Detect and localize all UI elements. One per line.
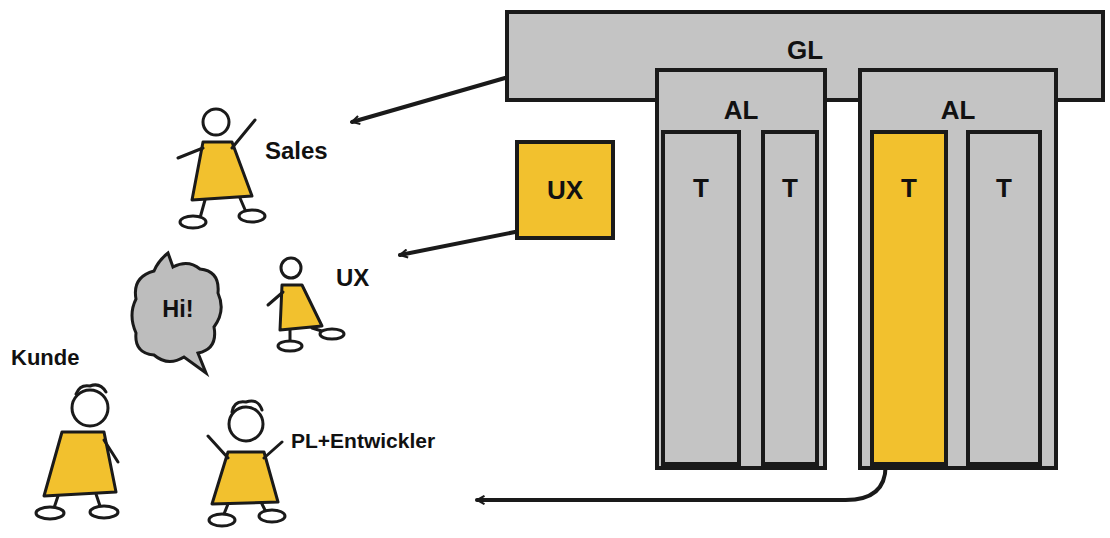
sales-person: Sales (165, 100, 350, 230)
ux-figure (268, 258, 344, 351)
node-label: AL (659, 96, 823, 125)
sales-figure (178, 109, 265, 228)
team-column: T (870, 130, 948, 466)
node-label: Kunde (11, 346, 79, 370)
customer: Kunde (5, 340, 135, 530)
pl-figure (208, 401, 285, 526)
node-label: T (665, 174, 737, 203)
al-box: AL TT (858, 68, 1058, 470)
kunde-figure (36, 385, 118, 519)
arrow-connector (477, 466, 886, 500)
arrow-connector (400, 232, 515, 255)
node-label: GL (509, 36, 1101, 65)
speech-bubble: Hi! (128, 245, 228, 380)
node-label: UX (336, 265, 369, 291)
team-column: T (761, 130, 819, 466)
team-column: T (966, 130, 1042, 466)
arrow-connector (352, 78, 505, 122)
node-label: AL (862, 96, 1054, 125)
team-column: T (661, 130, 741, 466)
node-label: PL+Entwickler (291, 429, 435, 452)
node-label: UX (519, 176, 611, 205)
ux-person: UX (260, 245, 398, 350)
node-label: T (874, 174, 944, 203)
node-label: Sales (265, 138, 328, 164)
al-box: AL TT (655, 68, 827, 470)
pm-developer: PL+Entwickler (195, 395, 477, 527)
node-label: Hi! (128, 297, 228, 323)
ux-box: UX (515, 140, 615, 240)
node-label: T (970, 174, 1038, 203)
node-label: T (765, 174, 815, 203)
